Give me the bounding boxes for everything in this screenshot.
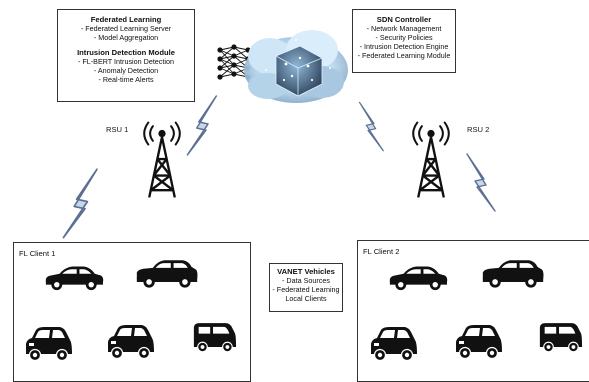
suv-icon (482, 260, 544, 288)
rsu-2-tower-icon (411, 121, 451, 199)
sedan-icon (389, 266, 448, 291)
rsu-1-tower-icon (142, 121, 182, 199)
hatchback-icon (455, 324, 503, 360)
sdn-line: - Intrusion Detection Engine (359, 41, 449, 51)
fl-client-2-label: FL Client 2 (363, 247, 400, 256)
fl-line: - Model Aggregation (93, 32, 159, 42)
hatchback-icon (107, 324, 155, 360)
ids-line: - Anomaly Detection (93, 65, 159, 75)
vanet-line: - Federated Learning (272, 284, 340, 294)
fl-server-box: Federated Learning - Federated Learning … (57, 9, 195, 102)
cloud-server-icon (244, 30, 348, 103)
ids-title: Intrusion Detection Module (77, 47, 175, 57)
ids-line: - Real-time Alerts (98, 74, 154, 84)
sdn-line: - Federated Learning Module (357, 50, 451, 60)
vanet-title: VANET Vehicles (277, 267, 335, 276)
fl-client-2-box: FL Client 2 (357, 240, 589, 382)
van-icon (193, 322, 237, 353)
fl-line: - Federated Learning Server (80, 24, 172, 33)
ids-line: - FL-BERT Intrusion Detection (77, 56, 174, 66)
vanet-vehicles-box: VANET Vehicles - Data Sources - Federate… (269, 263, 343, 312)
fl-client-1-label: FL Client 1 (19, 249, 56, 258)
lightning-link-icon (62, 168, 99, 239)
sdn-line: - Security Policies (375, 32, 433, 42)
rsu-2-label: RSU 2 (467, 125, 490, 134)
rsu-1-label: RSU 1 (106, 125, 129, 134)
sdn-title: SDN Controller (376, 15, 432, 24)
sdn-line: - Network Management (366, 24, 442, 33)
fl-client-1-box: FL Client 1 (13, 242, 251, 382)
lightning-link-icon (186, 95, 218, 156)
sdn-controller-box: SDN Controller - Network Management - Se… (352, 9, 456, 73)
hatchback-icon (25, 326, 73, 362)
vanet-line: Local Clients (285, 293, 327, 303)
fl-title: Federated Learning (90, 15, 162, 24)
suv-icon (136, 260, 198, 288)
hatchback-icon (370, 326, 418, 362)
lightning-link-icon (358, 101, 384, 152)
lightning-link-icon (466, 153, 496, 212)
sedan-icon (45, 266, 104, 291)
van-icon (539, 322, 583, 353)
vanet-line: - Data Sources (282, 276, 330, 285)
